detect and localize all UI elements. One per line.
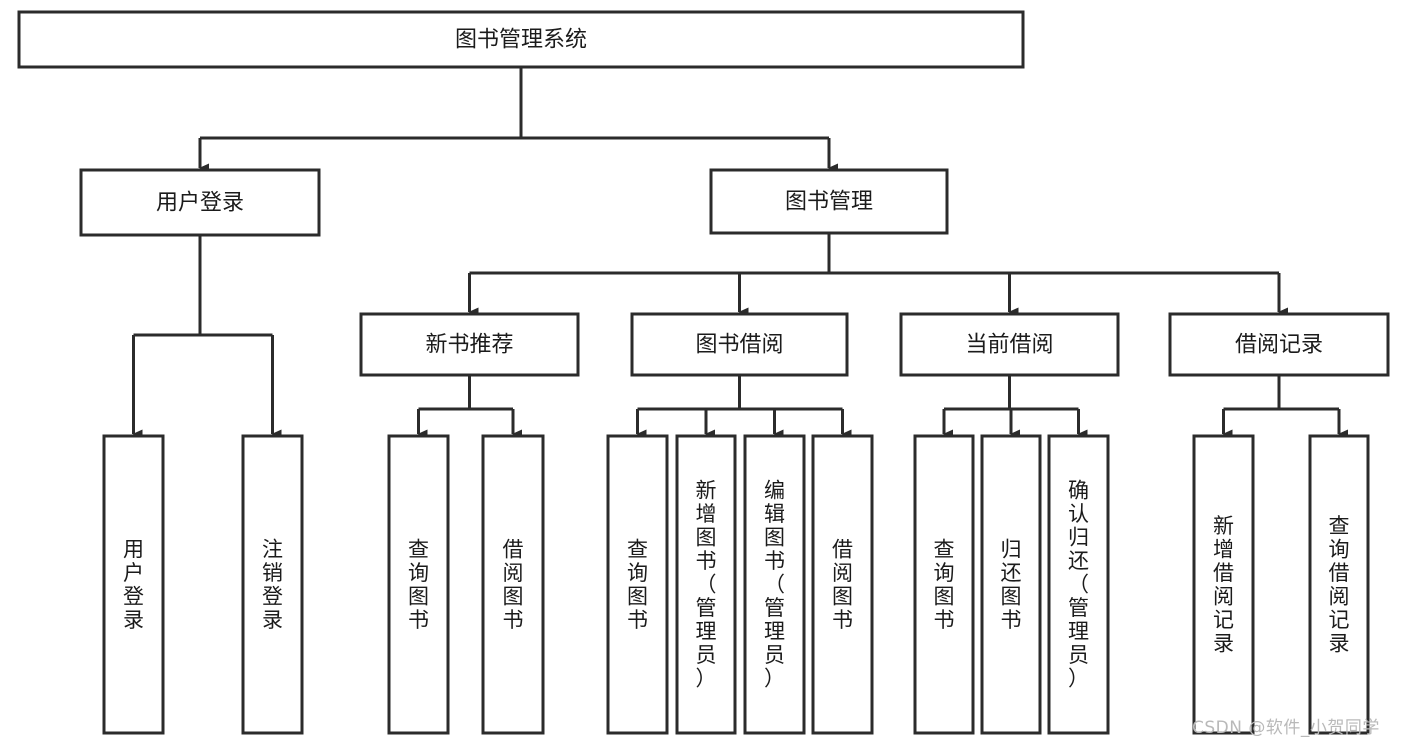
node-leaf-borrow-book-1[interactable]: 借阅图书 <box>481 434 545 735</box>
node-leaf-logout[interactable]: 注销登录 <box>241 434 304 735</box>
node-leaf-query-book-3[interactable]: 查询图书 <box>913 434 975 735</box>
node-book-borrow[interactable]: 图书借阅 <box>630 312 849 377</box>
node-leaf-confirm-return[interactable]: 确认归还（管理员） <box>1047 434 1110 735</box>
node-leaf-borrow-book-2[interactable]: 借阅图书 <box>811 434 874 735</box>
node-leaf-confirm-return-box <box>1047 434 1110 735</box>
node-book-borrow-label: 图书借阅 <box>695 333 783 358</box>
node-layer: 图书管理系统用户登录图书管理新书推荐图书借阅当前借阅借阅记录用户登录注销登录查询… <box>17 10 1390 735</box>
node-user-login[interactable]: 用户登录 <box>79 168 321 237</box>
node-leaf-confirm-return-label: 确认归还（管理员） <box>1068 479 1089 691</box>
node-leaf-query-book-2-label: 查询图书 <box>627 537 648 632</box>
node-leaf-add-record[interactable]: 新增借阅记录 <box>1192 434 1255 735</box>
node-leaf-return-book-label: 归还图书 <box>1001 537 1022 632</box>
node-root-book-management-system-label: 图书管理系统 <box>455 28 587 53</box>
node-current-borrow-box <box>899 312 1120 377</box>
node-leaf-logout-box <box>241 434 304 735</box>
node-new-book-recommend[interactable]: 新书推荐 <box>359 312 580 377</box>
node-book-borrow-box <box>630 312 849 377</box>
node-user-login-box <box>79 168 321 237</box>
node-leaf-edit-book-box <box>743 434 806 735</box>
node-leaf-query-book-3-box <box>913 434 975 735</box>
node-leaf-borrow-book-1-label: 借阅图书 <box>503 537 524 632</box>
node-book-management-box <box>709 168 949 235</box>
node-leaf-borrow-book-1-box <box>481 434 545 735</box>
connector-layer <box>132 67 1348 439</box>
node-root-book-management-system[interactable]: 图书管理系统 <box>17 10 1025 69</box>
node-leaf-add-book-box <box>675 434 737 735</box>
node-borrow-record-box <box>1168 312 1390 377</box>
node-leaf-add-record-label: 新增借阅记录 <box>1213 514 1234 656</box>
node-current-borrow[interactable]: 当前借阅 <box>899 312 1120 377</box>
node-new-book-recommend-label: 新书推荐 <box>425 333 513 358</box>
node-leaf-edit-book[interactable]: 编辑图书（管理员） <box>743 434 806 735</box>
node-leaf-query-book-2-box <box>606 434 669 735</box>
node-leaf-user-login-label: 用户登录 <box>123 537 144 632</box>
node-root-book-management-system-box <box>17 10 1025 69</box>
node-borrow-record[interactable]: 借阅记录 <box>1168 312 1390 377</box>
node-leaf-return-book[interactable]: 归还图书 <box>980 434 1042 735</box>
node-book-management-label: 图书管理 <box>785 190 873 215</box>
node-leaf-borrow-book-2-box <box>811 434 874 735</box>
node-leaf-return-book-box <box>980 434 1042 735</box>
node-leaf-query-book-2[interactable]: 查询图书 <box>606 434 669 735</box>
node-leaf-add-record-box <box>1192 434 1255 735</box>
node-leaf-logout-label: 注销登录 <box>262 537 283 632</box>
node-leaf-user-login[interactable]: 用户登录 <box>102 434 165 735</box>
node-book-management[interactable]: 图书管理 <box>709 168 949 235</box>
node-new-book-recommend-box <box>359 312 580 377</box>
node-leaf-borrow-book-2-label: 借阅图书 <box>832 537 853 632</box>
node-current-borrow-label: 当前借阅 <box>965 333 1053 358</box>
node-leaf-query-record[interactable]: 查询借阅记录 <box>1308 434 1370 735</box>
node-leaf-add-book-label: 新增图书（管理员） <box>696 479 717 691</box>
node-leaf-query-book-3-label: 查询图书 <box>934 537 955 632</box>
node-user-login-label: 用户登录 <box>156 191 244 216</box>
node-leaf-user-login-box <box>102 434 165 735</box>
node-leaf-edit-book-label: 编辑图书（管理员） <box>764 479 785 691</box>
node-leaf-query-record-label: 查询借阅记录 <box>1329 514 1350 656</box>
node-leaf-add-book[interactable]: 新增图书（管理员） <box>675 434 737 735</box>
node-borrow-record-label: 借阅记录 <box>1235 333 1323 358</box>
node-leaf-query-book-1[interactable]: 查询图书 <box>387 434 450 735</box>
node-leaf-query-book-1-label: 查询图书 <box>408 537 429 632</box>
node-leaf-query-record-box <box>1308 434 1370 735</box>
node-leaf-query-book-1-box <box>387 434 450 735</box>
